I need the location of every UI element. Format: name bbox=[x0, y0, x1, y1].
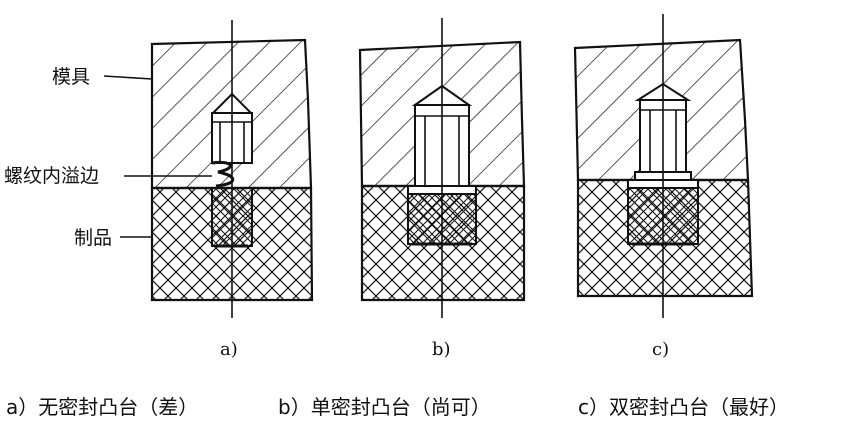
panel-b: b) bbox=[358, 18, 526, 360]
leader-mold bbox=[103, 75, 153, 80]
label-mold: 模具 bbox=[52, 66, 90, 88]
subfigure-label-a: a) bbox=[220, 339, 238, 360]
label-thread-flash: 螺纹内溢边 bbox=[4, 165, 99, 187]
subfigure-label-c: c) bbox=[652, 339, 669, 360]
subfigure-label-b: b) bbox=[432, 339, 451, 360]
caption: a）无密封凸台（差） b）单密封凸台（尚可） c）双密封凸台（最好） bbox=[6, 395, 789, 419]
thread-flash-wave bbox=[211, 160, 235, 188]
caption-a: a）无密封凸台（差） bbox=[6, 395, 198, 419]
caption-b: b）单密封凸台（尚可） bbox=[278, 395, 491, 419]
label-product: 制品 bbox=[74, 227, 112, 249]
caption-c: c）双密封凸台（最好） bbox=[578, 395, 789, 419]
panel-c: c) bbox=[573, 14, 754, 360]
panel-a: 模具 螺纹内溢边 制品 a) bbox=[4, 20, 314, 360]
